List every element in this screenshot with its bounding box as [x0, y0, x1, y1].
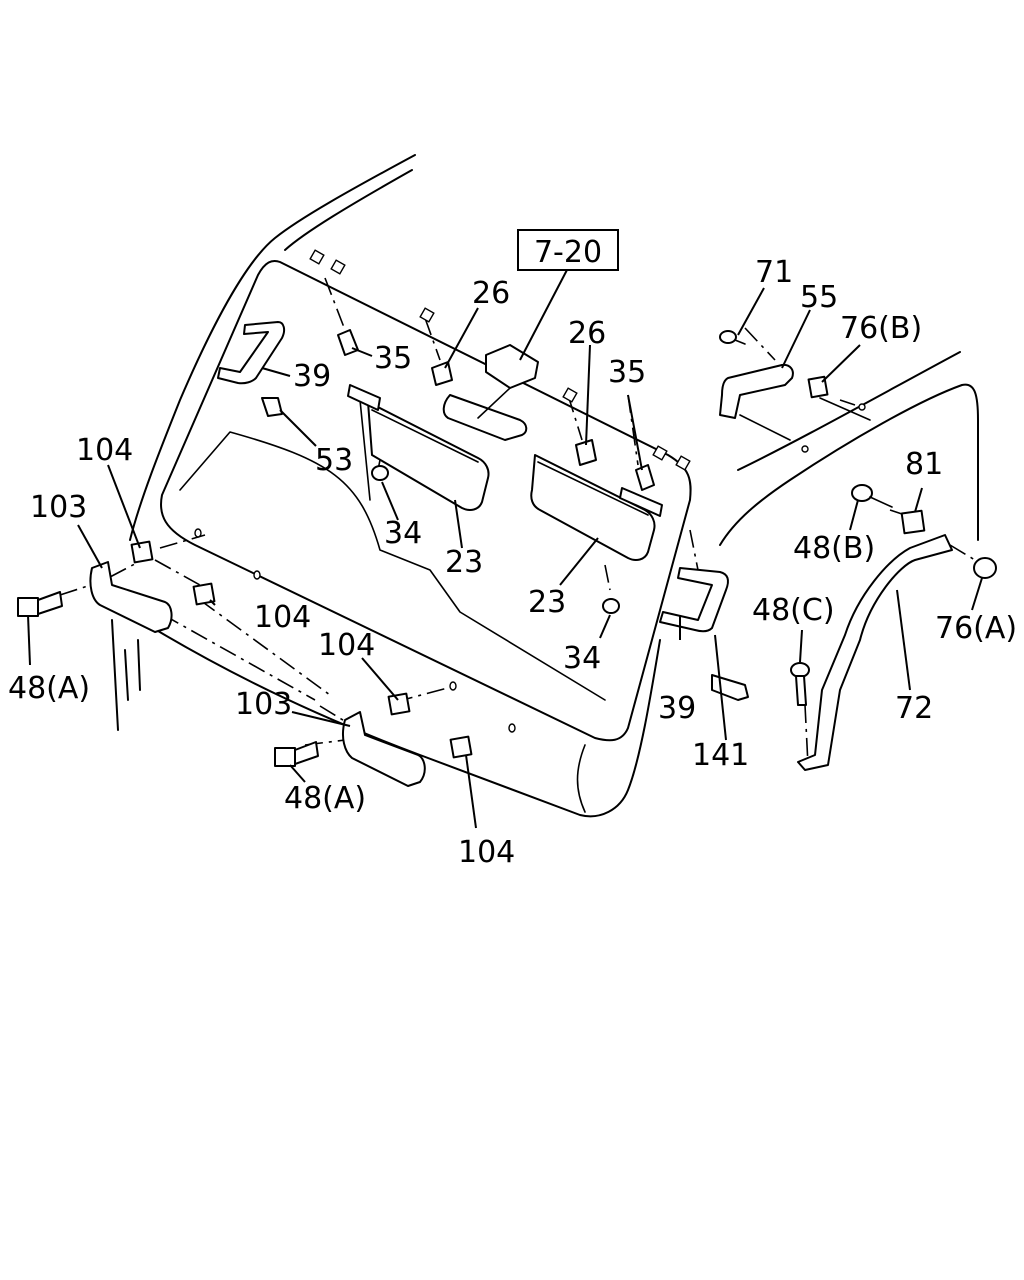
- visor-clip-right: [635, 464, 655, 491]
- callout-35-left: 35: [374, 341, 412, 376]
- callout-23-left: 23: [445, 545, 483, 580]
- bolt-71: [719, 330, 746, 345]
- callout-104-mid-left: 104: [254, 600, 311, 635]
- bracket-72: [797, 534, 953, 771]
- part-141: [711, 674, 749, 701]
- callout-55: 55: [800, 280, 838, 315]
- bracket-55: [719, 363, 794, 419]
- callout-48a-left: 48(A): [8, 671, 90, 706]
- callout-26-left: 26: [472, 276, 510, 311]
- mirror-assembly: [442, 344, 539, 441]
- callout-34-right: 34: [563, 641, 601, 676]
- callout-48c: 48(C): [752, 593, 835, 628]
- clip-104-b: [192, 582, 216, 606]
- bolt-48a-left: [17, 591, 63, 617]
- bolt-48a-center: [274, 741, 319, 767]
- callout-76a: 76(A): [935, 611, 1017, 646]
- callout-26-right: 26: [568, 316, 606, 351]
- assist-handle-center: [342, 711, 426, 787]
- visor-holder-left: [431, 361, 453, 386]
- windshield-frame: [160, 259, 692, 742]
- nut-76a: [973, 557, 997, 579]
- callout-141: 141: [692, 738, 749, 773]
- callout-labels: 71 55 76(B) 26 26 35 35 39 39 53 34 34 2…: [8, 255, 1017, 870]
- callout-34-left: 34: [384, 516, 422, 551]
- callout-53: 53: [315, 443, 353, 478]
- grab-handle-right: [659, 567, 729, 633]
- callout-104-center: 104: [318, 628, 375, 663]
- callout-35-right: 35: [608, 355, 646, 390]
- callout-104-bottom: 104: [458, 835, 515, 870]
- assist-handle-left: [89, 561, 173, 633]
- grab-handle-left: [217, 321, 286, 385]
- mounting-holes: [194, 249, 866, 733]
- part-81: [900, 509, 926, 535]
- callout-81: 81: [905, 447, 943, 482]
- visor-clip-left: [337, 329, 359, 356]
- callout-48a-center: 48(A): [284, 781, 366, 816]
- callout-104-top-left: 104: [76, 433, 133, 468]
- screw-left: [371, 465, 389, 481]
- reference-box-label: 7-20: [534, 235, 602, 270]
- reference-box: 7-20: [517, 229, 619, 271]
- callout-72: 72: [895, 691, 933, 726]
- clip-104-c: [387, 692, 411, 716]
- screw-right: [602, 598, 620, 614]
- callout-leaders: [27, 267, 983, 829]
- bolt-53: [261, 397, 283, 417]
- callout-76b: 76(B): [840, 311, 922, 346]
- bolt-48c: [790, 662, 810, 706]
- callout-39-right: 39: [658, 691, 696, 726]
- clip-104-a: [130, 540, 154, 564]
- sun-visor-right: [530, 454, 663, 561]
- callout-103-left: 103: [30, 490, 87, 525]
- clip-104-d: [449, 735, 473, 759]
- bolt-48b: [851, 484, 893, 508]
- callout-23-right: 23: [528, 585, 566, 620]
- callout-48b: 48(B): [793, 531, 875, 566]
- callout-71: 71: [755, 255, 793, 290]
- callout-103-center: 103: [235, 687, 292, 722]
- body-outline: [99, 154, 979, 818]
- callout-39-left: 39: [293, 359, 331, 394]
- sun-visor-left: [347, 384, 490, 511]
